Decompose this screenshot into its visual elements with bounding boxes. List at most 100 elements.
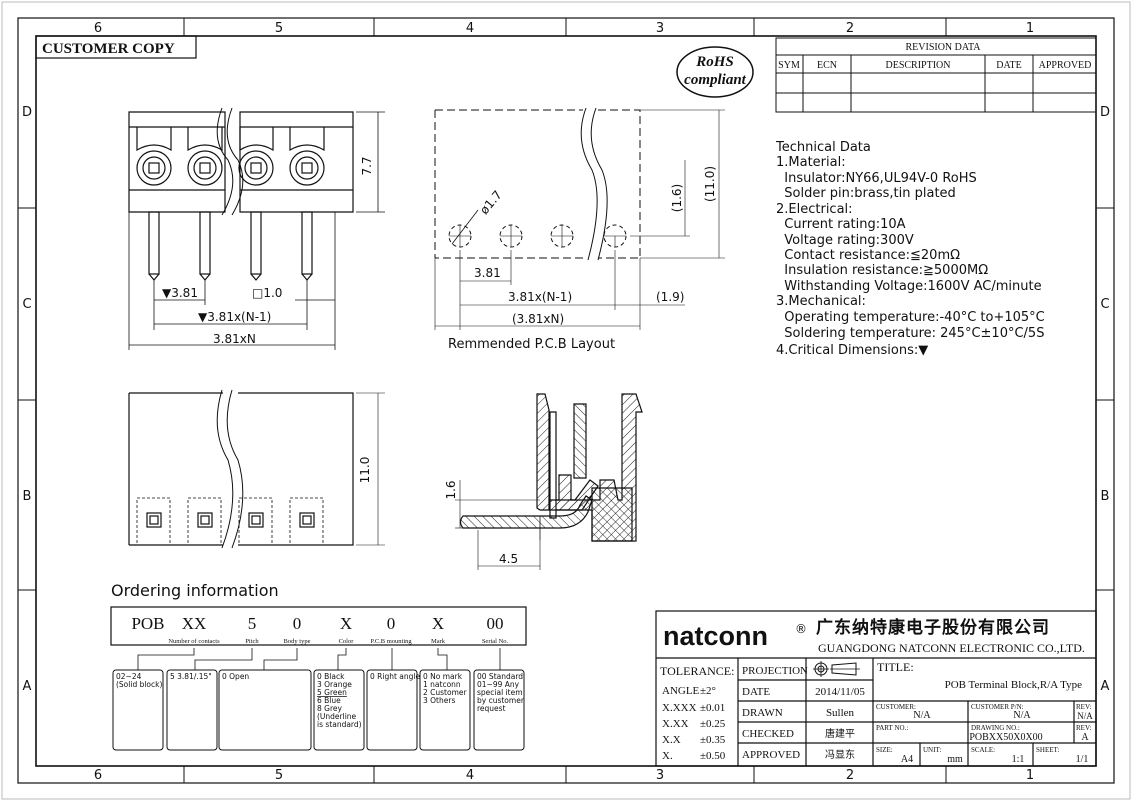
code-segment: X [340, 614, 352, 633]
pcb-layout [434, 107, 725, 330]
code-segment: POB [131, 614, 164, 633]
zone-col-label: 2 [846, 21, 854, 36]
tech-line: 1.Material: [776, 155, 846, 170]
tol-key: X.X [662, 734, 681, 746]
code-label: Number of contacts [168, 638, 220, 645]
order-option-text: 5 3.81/.15" [170, 672, 212, 681]
tech-line: 2.Electrical: [776, 202, 853, 217]
zone-row-label: D [1100, 105, 1110, 120]
ordering-option-boxes [112, 669, 525, 751]
zone-col-label: 2 [846, 768, 854, 783]
dim-pcb-1-9: (1.9) [656, 290, 684, 304]
dim-pcb-1-6: (1.6) [670, 184, 684, 212]
order-option-text: 0 Right angle [370, 672, 420, 681]
tolerance-label: TOLERANCE: [660, 664, 734, 678]
dim-total: 3.81xN [213, 332, 256, 346]
zone-labels: 6 5 4 3 2 1 6 5 4 3 2 1 D C B A D C B A [22, 21, 1110, 783]
rohs-stamp [676, 46, 754, 98]
customer-label: CUSTOMER: [876, 703, 916, 711]
technical-data: Technical Data 1.Material: Insulator:NY6… [775, 140, 1045, 358]
zone-row-label: B [23, 489, 32, 504]
code-label: Body type [284, 638, 311, 645]
zone-col-label: 3 [656, 768, 664, 783]
code-label: Mark [431, 638, 446, 645]
zone-row-label: A [23, 679, 32, 694]
order-option-text: 0 Open [222, 672, 249, 681]
customer-copy-label: CUSTOMER COPY [42, 41, 175, 57]
pcb-caption: Remmended P.C.B Layout [448, 337, 615, 352]
tech-line: Insulator:NY66,UL94V-0 RoHS [776, 171, 977, 186]
inner-border [35, 35, 1097, 767]
rev-label: REV: [1076, 724, 1091, 732]
customer-pn-label: CUSTOMER P/N: [971, 703, 1024, 711]
drawn-value: Sullen [826, 707, 855, 719]
dim-pitch: ▼3.81 [162, 286, 198, 300]
dim-pcb-pitch: 3.81 [474, 266, 501, 280]
tech-line: Current rating:10A [776, 217, 906, 232]
dim-height-7-7: 7.7 [360, 156, 374, 175]
code-segment: XX [182, 614, 207, 633]
dim-front-11-0: 11.0 [358, 457, 372, 484]
rev-value: A [1081, 732, 1089, 743]
row-label-drawn: DRAWN [742, 707, 783, 719]
zone-row-label: C [22, 297, 31, 312]
unit-label: UNIT: [923, 746, 941, 754]
outer-border [17, 17, 1115, 784]
customer-copy-box [35, 35, 197, 59]
front-view-bottom [128, 389, 385, 549]
tol-val: ±0.25 [700, 718, 726, 730]
rohs-line2: compliant [684, 72, 747, 88]
drawing-no-value: POBXX50X0X00 [969, 732, 1042, 743]
company-name-cn: 广东纳特康电子股份有限公司 [816, 617, 1050, 638]
code-segment: 0 [293, 614, 302, 633]
ordering-code-bar: POB XX 5 0 X 0 X 00 Number of contacts P… [110, 606, 527, 670]
dim-pcb-total: (3.81xN) [512, 312, 564, 326]
sheet-value: 1/1 [1076, 754, 1089, 765]
scale-value: 1:1 [1012, 754, 1025, 765]
title-label: TITLE: [877, 660, 914, 674]
side-section-view [459, 393, 643, 542]
zone-col-label: 4 [466, 21, 474, 36]
tech-line: 4.Critical Dimensions:▼ [776, 343, 928, 358]
zone-col-label: 1 [1026, 21, 1034, 36]
row-label-projection: PROJECTION [742, 665, 808, 677]
zone-row-label: D [22, 105, 32, 120]
code-segment: 5 [248, 614, 257, 633]
tol-val: ±0.35 [700, 734, 726, 746]
rev-header: DESCRIPTION [885, 60, 950, 71]
code-label: Serial No. [482, 638, 509, 645]
tech-line: 3.Mechanical: [776, 294, 866, 309]
zone-col-label: 1 [1026, 768, 1034, 783]
drawing-no-label: DRAWING NO.: [971, 724, 1020, 732]
dim-side-1-6: 1.6 [444, 480, 458, 499]
tol-key: X. [662, 750, 673, 762]
part-no-label: PART NO.: [876, 724, 908, 732]
title-value: POB Terminal Block,R/A Type [945, 679, 1083, 691]
zone-col-label: 5 [275, 768, 283, 783]
tech-line: Soldering temperature: 245°C±10°C/5S [776, 326, 1044, 341]
tech-line: Technical Data [775, 140, 871, 155]
scale-label: SCALE: [971, 746, 995, 754]
sheet-label: SHEET: [1036, 746, 1059, 754]
company-name-en: GUANGDONG NATCONN ELECTRONIC CO.,LTD. [818, 641, 1085, 655]
zone-row-label: A [1101, 679, 1110, 694]
code-segment: X [432, 614, 444, 633]
zone-row-label: B [1101, 489, 1110, 504]
tech-line: Solder pin:brass,tin plated [776, 186, 956, 201]
code-label: Pitch [245, 638, 259, 645]
tech-line: Contact resistance:≦20mΩ [776, 248, 960, 263]
rev-header: SYM [778, 60, 800, 71]
dim-side-4-5: 4.5 [499, 552, 518, 566]
row-label-checked: CHECKED [742, 728, 794, 740]
dim-pcb-11-0: (11.0) [703, 166, 717, 202]
tol-val: ±2° [700, 685, 716, 697]
zone-col-label: 3 [656, 21, 664, 36]
zone-row-label: C [1100, 297, 1109, 312]
tech-line: Insulation resistance:≧5000MΩ [776, 263, 988, 278]
tol-key: ANGLE [662, 685, 700, 697]
zone-col-label: 5 [275, 21, 283, 36]
row-label-approved: APPROVED [742, 749, 800, 761]
